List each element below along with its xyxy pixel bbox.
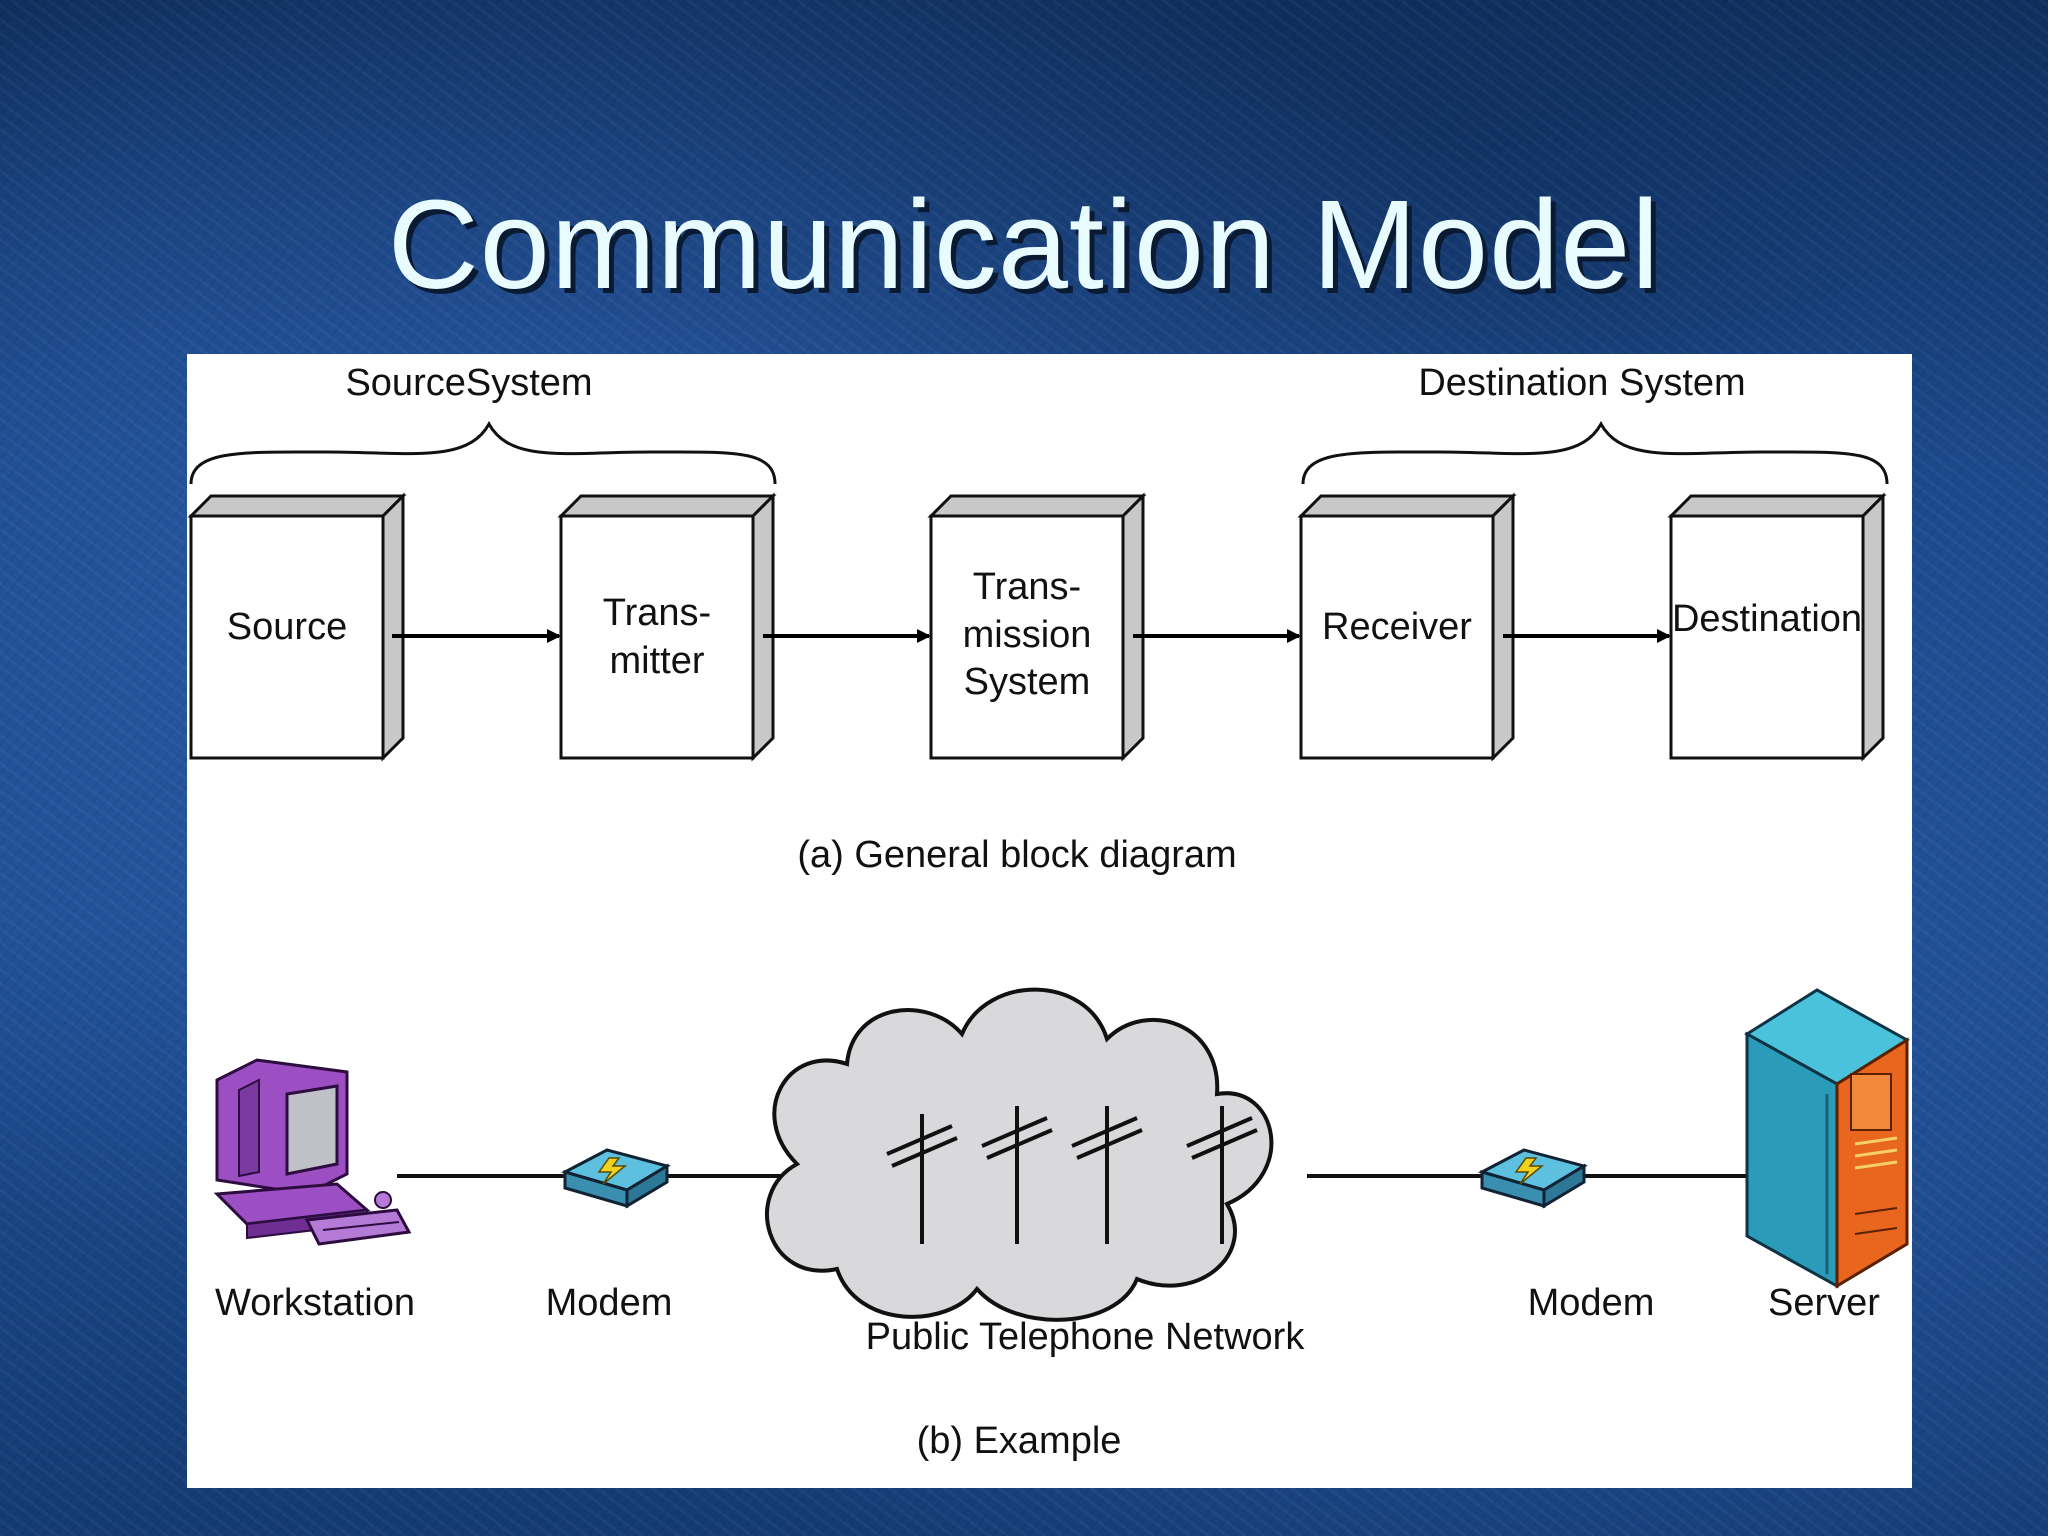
transmission-label-line1: Trans-	[972, 566, 1082, 608]
network-label: Public Telephone Network	[865, 1316, 1305, 1358]
receiver-block-label: Receiver	[1322, 606, 1472, 648]
telephone-pole-icon	[886, 1106, 1258, 1244]
transmitter-label-line1: Trans-	[602, 592, 712, 634]
source-system-brace	[189, 420, 777, 485]
transmission-label-line2: mission	[962, 614, 1092, 656]
destination-system-brace	[1301, 420, 1889, 485]
transmitter-label-line2: mitter	[609, 640, 705, 682]
source-block-label: Source	[226, 606, 348, 648]
diagram-figure: SourceSystem Destination System Source T…	[187, 354, 1912, 1488]
modem-icon	[1478, 1148, 1588, 1209]
caption-general-block-diagram: (a) General block diagram	[797, 834, 1237, 876]
transmission-system-block	[927, 492, 1147, 762]
transmission-label-line3: System	[963, 661, 1091, 703]
slide-title: Communication Model	[387, 174, 1661, 315]
server-label: Server	[1768, 1282, 1880, 1324]
receiver-block	[1297, 492, 1517, 762]
modem-icon	[561, 1148, 671, 1209]
server-icon	[1744, 988, 1910, 1289]
cloud-icon	[765, 987, 1274, 1322]
modem-right-label: Modem	[1527, 1282, 1655, 1324]
diagram-canvas	[187, 420, 1910, 1322]
caption-example: (b) Example	[916, 1420, 1122, 1462]
workstation-label: Workstation	[215, 1282, 415, 1324]
transmitter-block	[557, 492, 777, 762]
lightning-icon	[1514, 1157, 1545, 1185]
modem-left-label: Modem	[545, 1282, 673, 1324]
source-block	[187, 492, 407, 762]
destination-block-label: Destination	[1671, 598, 1863, 640]
destination-system-label: Destination System	[1418, 362, 1746, 404]
lightning-icon	[597, 1157, 628, 1185]
destination-block	[1667, 492, 1887, 762]
source-system-label: SourceSystem	[345, 362, 593, 404]
workstation-icon	[213, 1058, 412, 1246]
